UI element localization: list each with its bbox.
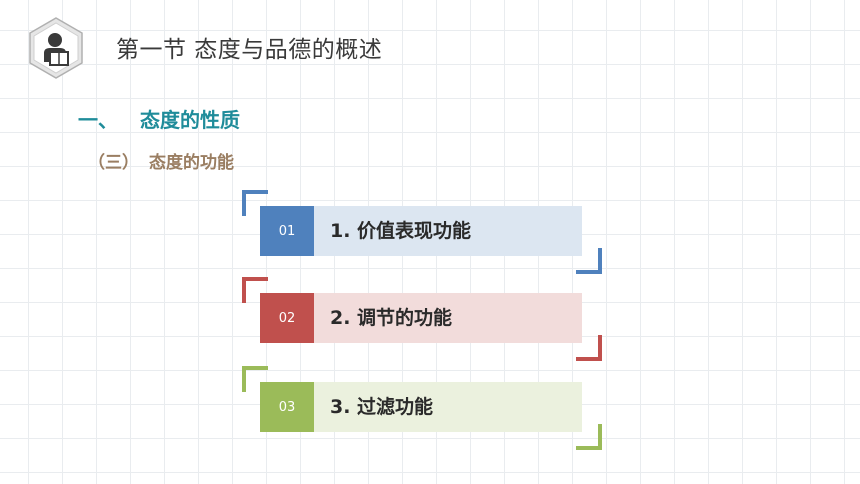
bracket-top-left [242,190,268,216]
function-item-3: 03 3. 过滤功能 [242,366,602,450]
item-label: 2. 调节的功能 [330,307,453,329]
function-item-2: 02 2. 调节的功能 [242,277,602,361]
item-number-badge: 01 [260,206,314,256]
bracket-bottom-right [576,248,602,274]
function-bar: 02 2. 调节的功能 [260,293,582,343]
bracket-bottom-right [576,335,602,361]
section-number: 一、 [78,108,118,132]
bracket-top-left [242,277,268,303]
bracket-bottom-right [576,424,602,450]
item-label: 1. 价值表现功能 [330,220,472,242]
function-bar: 01 1. 价值表现功能 [260,206,582,256]
item-label: 3. 过滤功能 [330,396,434,418]
subsection-title: 态度的功能 [149,153,234,173]
function-item-1: 01 1. 价值表现功能 [242,190,602,274]
item-number-badge: 03 [260,382,314,432]
subsection-number: （三） [88,153,139,173]
item-number-badge: 02 [260,293,314,343]
bracket-top-left [242,366,268,392]
section-heading: 一、态度的性质 [78,104,240,133]
reader-icon [24,16,88,80]
subsection-heading: （三） 态度的功能 [88,148,234,173]
page-title: 第一节 态度与品德的概述 [116,37,383,63]
section-title: 态度的性质 [140,108,240,132]
function-bar: 03 3. 过滤功能 [260,382,582,432]
